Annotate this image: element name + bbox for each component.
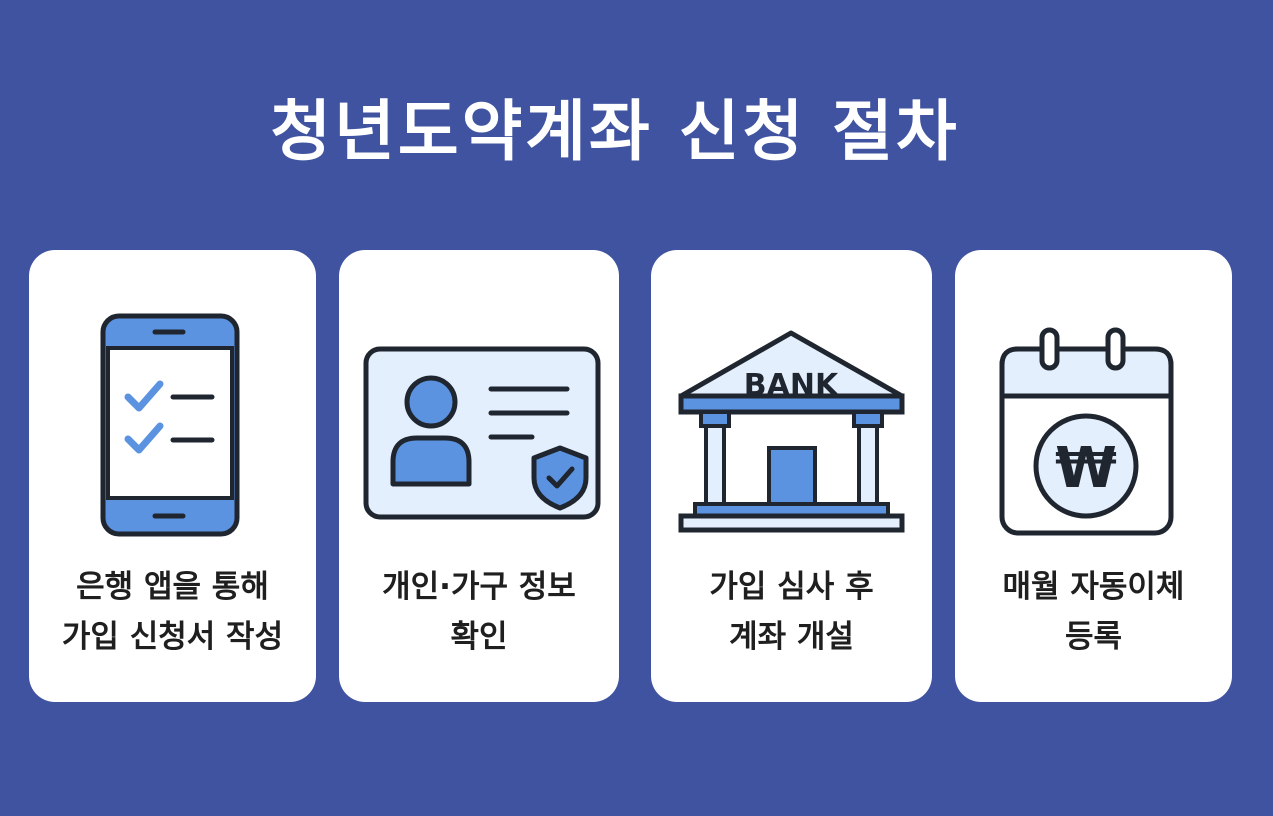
step-label-line2: 등록 — [1064, 619, 1123, 655]
step-label-line1: 매월 자동이체 — [1002, 569, 1185, 605]
won-sign-text: ₩ — [1055, 436, 1117, 501]
step-label: 가입 심사 후 계좌 개설 — [659, 562, 924, 662]
step-label: 개인·가구 정보 확인 — [347, 562, 611, 662]
step-label: 매월 자동이체 등록 — [963, 562, 1224, 662]
step-card-account-open: BANK 가입 심사 후 계좌 개설 — [651, 250, 932, 702]
step-card-app-application: 은행 앱을 통해 가입 신청서 작성 — [29, 250, 316, 702]
step-label-line1: 가입 심사 후 — [709, 569, 874, 605]
step-label-line2: 계좌 개설 — [729, 619, 854, 655]
calendar-won-icon: ₩ — [955, 250, 1232, 550]
step-label: 은행 앱을 통해 가입 신청서 작성 — [37, 562, 308, 662]
step-label-line1: 은행 앱을 통해 — [76, 569, 269, 605]
id-card-shield-icon — [339, 250, 619, 550]
smartphone-checklist-icon — [29, 250, 316, 550]
step-label-line2: 가입 신청서 작성 — [61, 619, 284, 655]
step-card-info-check: 개인·가구 정보 확인 — [339, 250, 619, 702]
step-label-line1: 개인·가구 정보 — [382, 569, 576, 605]
bank-building-icon: BANK — [651, 250, 932, 550]
bank-sign-text: BANK — [744, 368, 840, 403]
step-card-auto-transfer: ₩ 매월 자동이체 등록 — [955, 250, 1232, 702]
page-title: 청년도약계좌 신청 절차 — [270, 93, 960, 170]
step-label-line2: 확인 — [450, 619, 508, 655]
